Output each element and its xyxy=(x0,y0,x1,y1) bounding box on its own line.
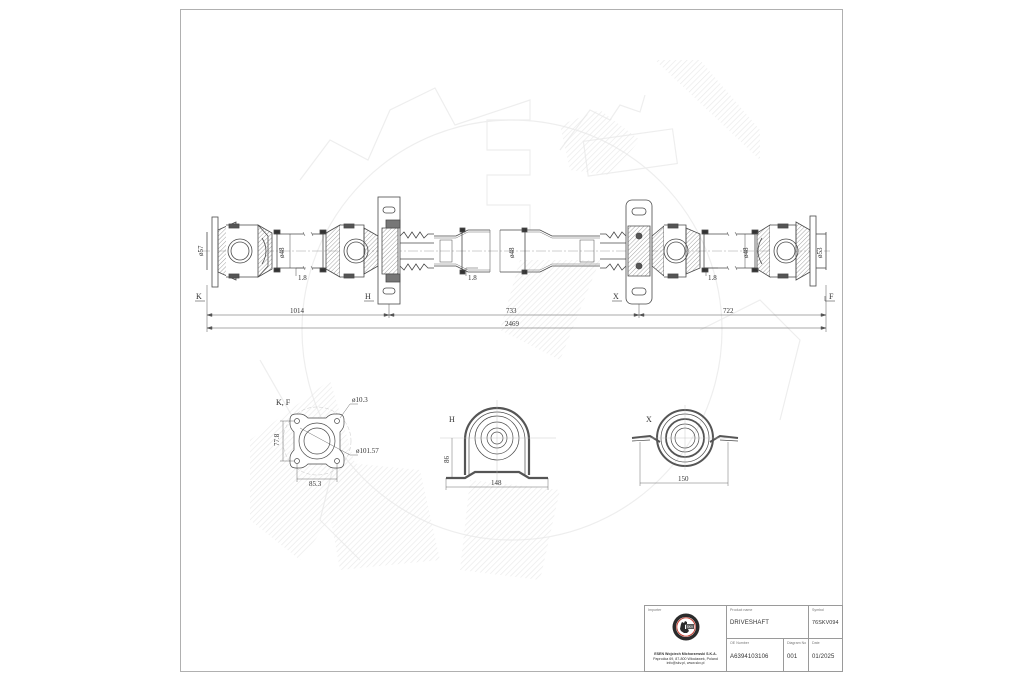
importer-contact: info@skv.pl, www.skv.pl xyxy=(666,661,705,666)
importer-name: ESEN Wojciech Michorzewski S.K.A. xyxy=(654,652,717,656)
title-block: Importer SKV ESEN Wojciech Michorzewski … xyxy=(644,605,843,672)
driveshaft-main-view xyxy=(200,196,830,305)
importer-address: Paproćka 69, 87-800 Włocławek, Poland xyxy=(653,656,718,661)
section-label-k: K xyxy=(196,292,202,301)
logo-text: SKV xyxy=(687,625,694,629)
detail-kf-height: 77.8 xyxy=(273,433,281,446)
diameter-right-tube: ø48 xyxy=(742,247,750,258)
section-label-f: F xyxy=(829,292,834,301)
diameter-left-flange: ø57 xyxy=(197,245,205,256)
symbol-cell: Symbol 76SKV094 xyxy=(809,606,843,639)
section-label-h: H xyxy=(365,292,371,301)
symbol-caption: Symbol xyxy=(812,608,824,612)
product-name-caption: Product name xyxy=(730,608,753,612)
diameter-center-tube: ø48 xyxy=(508,247,516,258)
wall-thickness-labels xyxy=(295,267,718,276)
symbol-value: 76SKV094 xyxy=(812,620,839,626)
detail-kf-bolt-circle: ø101.57 xyxy=(356,447,379,455)
importer-caption: Importer xyxy=(648,608,662,612)
dimension-overall-2469: 2469 xyxy=(505,320,520,328)
wall-thickness-left: 1.8 xyxy=(298,274,307,282)
importer-cell: Importer SKV ESEN Wojciech Michorzewski … xyxy=(645,606,727,672)
diameter-labels: ø57 ø48 ø48 ø48 ø53 xyxy=(197,245,824,258)
wall-thickness-center: 1.8 xyxy=(468,274,477,282)
date-cell: Date 01/2025 xyxy=(809,639,843,672)
detail-x-width: 150 xyxy=(678,475,689,483)
detail-kf-width: 85.3 xyxy=(309,480,322,488)
diameter-right-flange: ø53 xyxy=(816,247,824,258)
dimension-733: 733 xyxy=(506,307,517,315)
dimension-722: 722 xyxy=(723,307,734,315)
drawing-frame xyxy=(180,9,843,672)
oe-number-cell: OE Number A6394103106 xyxy=(727,639,784,672)
diagram-no-value: 001 xyxy=(787,654,798,660)
detail-bearing-h xyxy=(440,400,556,490)
date-caption: Date xyxy=(812,641,820,645)
detail-h-width: 148 xyxy=(491,479,502,487)
oe-number-value: A6394103106 xyxy=(730,654,769,660)
section-label-x: X xyxy=(613,292,619,301)
company-logo: SKV xyxy=(672,613,700,641)
section-markers xyxy=(195,296,835,302)
detail-flange-kf xyxy=(280,403,358,482)
diagram-no-cell: Diagram No 001 xyxy=(784,639,809,672)
detail-x-title: X xyxy=(646,415,652,424)
diagram-no-caption: Diagram No xyxy=(787,641,807,645)
product-name-value: DRIVESHAFT xyxy=(730,620,770,626)
date-value: 01/2025 xyxy=(812,654,835,660)
detail-kf-title: K, F xyxy=(276,398,291,407)
oe-number-caption: OE Number xyxy=(730,641,749,645)
detail-h-title: H xyxy=(449,415,455,424)
detail-bearing-x xyxy=(631,405,739,486)
detail-kf-hole-diameter: ø10.3 xyxy=(352,396,368,404)
length-dimension-lines xyxy=(206,285,827,332)
importer-info: ESEN Wojciech Michorzewski S.K.A. Paproć… xyxy=(645,652,726,666)
product-name-cell: Product name DRIVESHAFT xyxy=(727,606,809,639)
detail-h-height: 86 xyxy=(443,456,451,464)
wall-thickness-right: 1.8 xyxy=(708,274,717,282)
diameter-left-tube: ø48 xyxy=(278,247,286,258)
dimension-1014: 1014 xyxy=(290,307,305,315)
